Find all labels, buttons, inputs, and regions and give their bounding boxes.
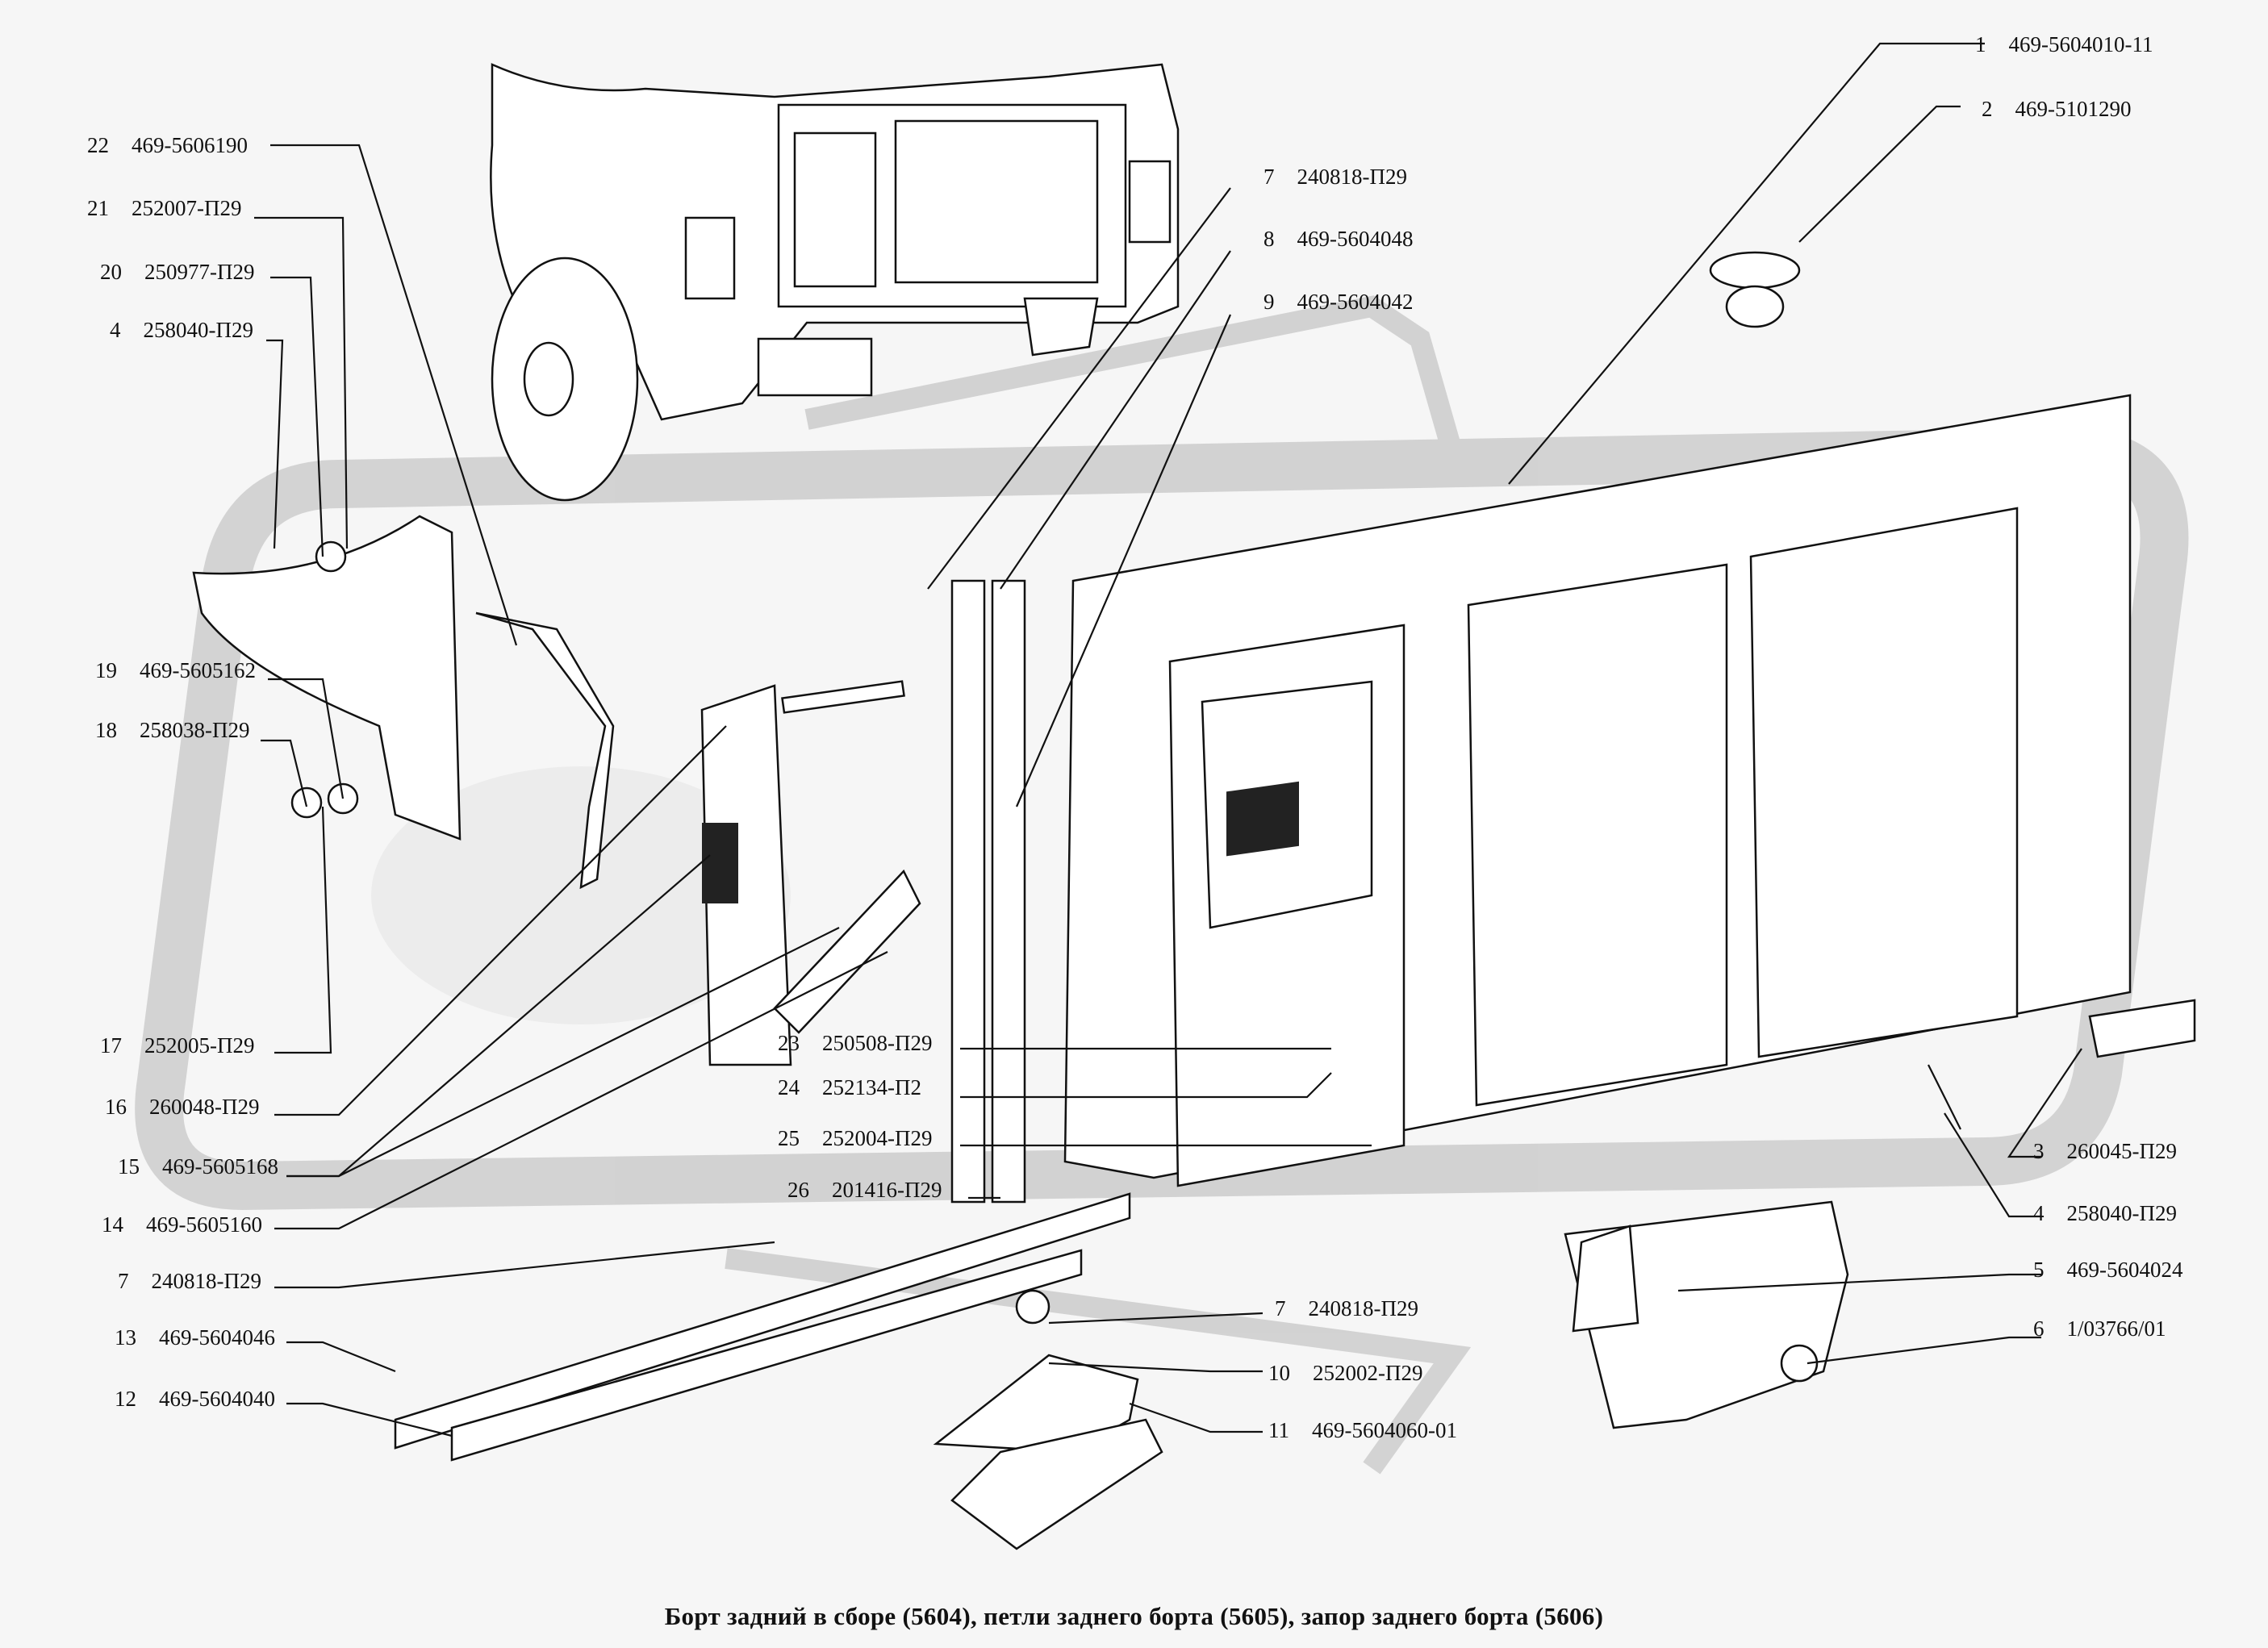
tailgate-panel — [1063, 251, 2132, 1187]
hinge-parts-left — [192, 515, 1131, 1462]
latch-parts-bottom — [933, 999, 2196, 1550]
leader-lines — [254, 42, 2082, 1437]
diagram-caption: Борт задний в сборе (5604), петли заднег… — [664, 1602, 1604, 1630]
vehicle-rear-sketch — [490, 63, 1180, 502]
